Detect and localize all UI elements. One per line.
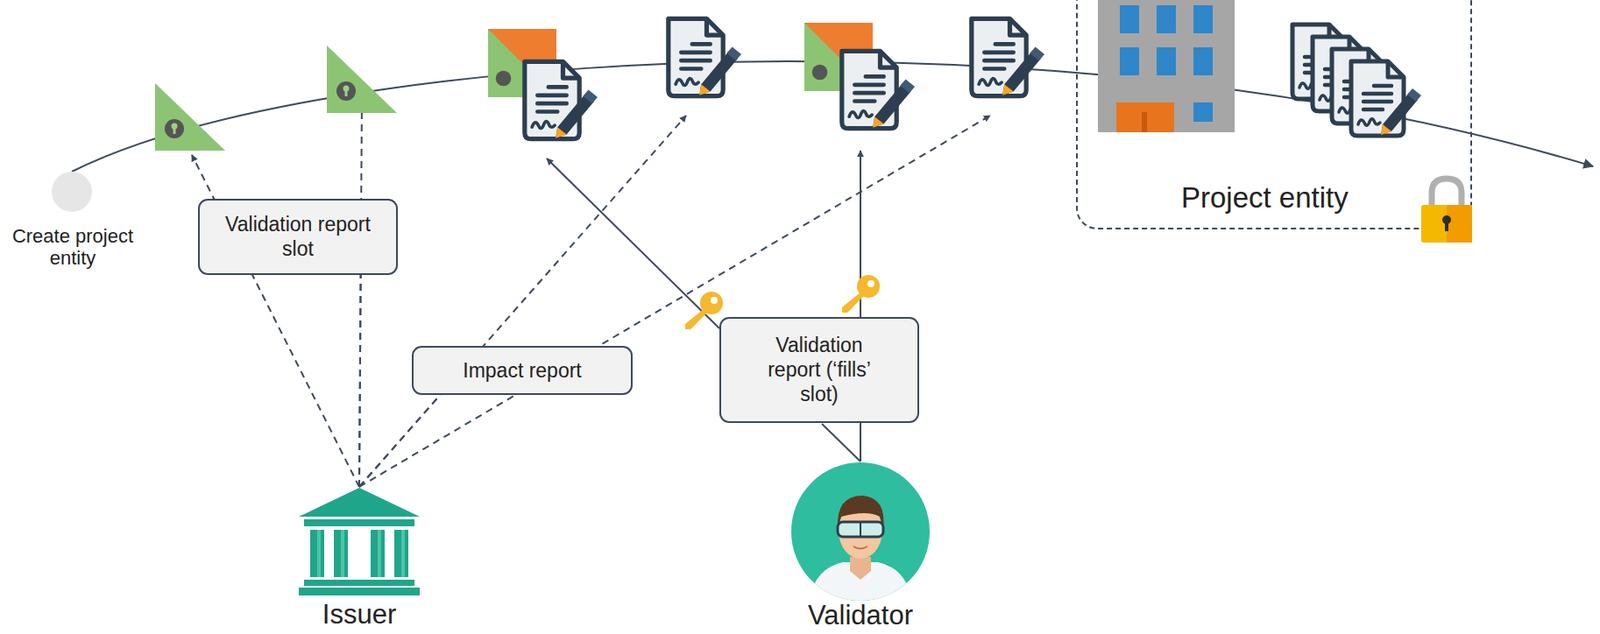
node-label: Validator xyxy=(786,601,935,632)
connector-line xyxy=(359,395,440,488)
box-label: Validation report slot xyxy=(222,212,374,262)
connector-line xyxy=(859,423,862,463)
box-label: Impact report xyxy=(425,358,619,383)
process-box: Validation report slot xyxy=(198,198,398,276)
box-label: Validation report (‘fills’ slot) xyxy=(753,332,885,407)
node-label: Project entity xyxy=(1181,180,1349,216)
start-node: Create project entity xyxy=(0,171,146,270)
entity-region: Project entity xyxy=(1076,0,1473,230)
process-box: Validation report (‘fills’ slot) xyxy=(719,317,920,424)
actor-node: Validator xyxy=(786,462,935,632)
node-label: Issuer xyxy=(294,600,425,631)
actor-node: Issuer xyxy=(294,488,425,631)
connector-line xyxy=(359,275,362,489)
node-label: Create project entity xyxy=(0,226,146,270)
process-box: Impact report xyxy=(411,346,633,396)
